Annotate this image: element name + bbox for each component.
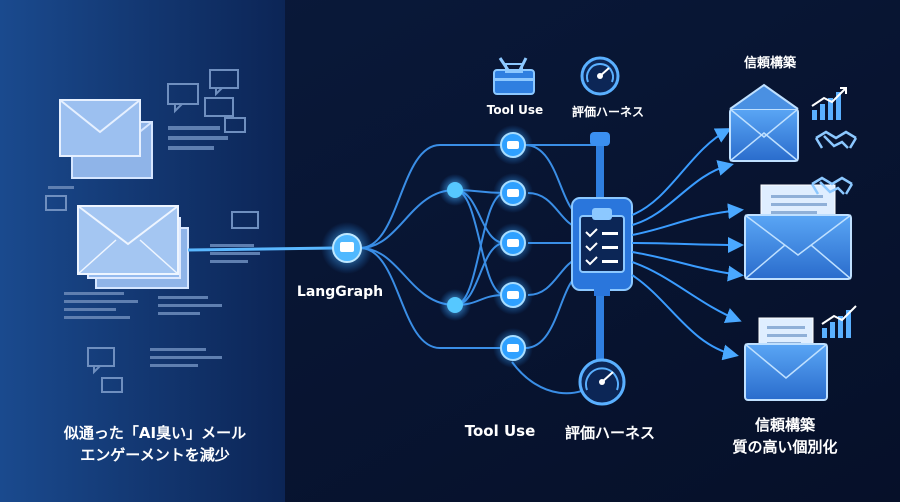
envelope-stack-icon [59,99,189,289]
right-caption-line2: 質の高い個別化 [732,438,838,456]
left-caption: 似通った「AI臭い」メール エンゲーメントを減少 [20,422,290,466]
clipboard-checklist-icon [571,197,633,296]
left-caption-line2: エンゲーメントを減少 [80,446,230,464]
handshake-icon [810,130,858,195]
chat-node-icon [493,125,533,368]
speech-bubble-icon [45,69,259,393]
left-caption-line1: 似通った「AI臭い」メール [63,424,247,442]
gauge-icon [580,56,620,96]
tool-use-bottom-label: Tool Use [464,422,536,440]
envelope-letter-icon [729,83,852,401]
eval-harness-bottom-label: 評価ハーネス [564,424,655,442]
output-arrows [631,128,744,361]
input-beam [187,246,336,252]
trust-top-label: 信頼構築 [743,56,796,71]
tool-use-top-label: Tool Use [486,103,544,117]
right-caption: 信頼構築 質の高い個別化 [690,414,880,458]
langgraph-label: LangGraph [296,284,384,300]
growth-chart-icon [811,87,857,338]
text-lines-icon [48,126,260,367]
langgraph-node-icon [321,222,373,274]
router-dot-nodes [439,174,471,321]
right-caption-line1: 信頼構築 [754,416,815,434]
eval-harness-top-label: 評価ハーネス [571,105,644,119]
toolbox-icon [493,57,535,95]
gauge-icon [578,358,626,406]
